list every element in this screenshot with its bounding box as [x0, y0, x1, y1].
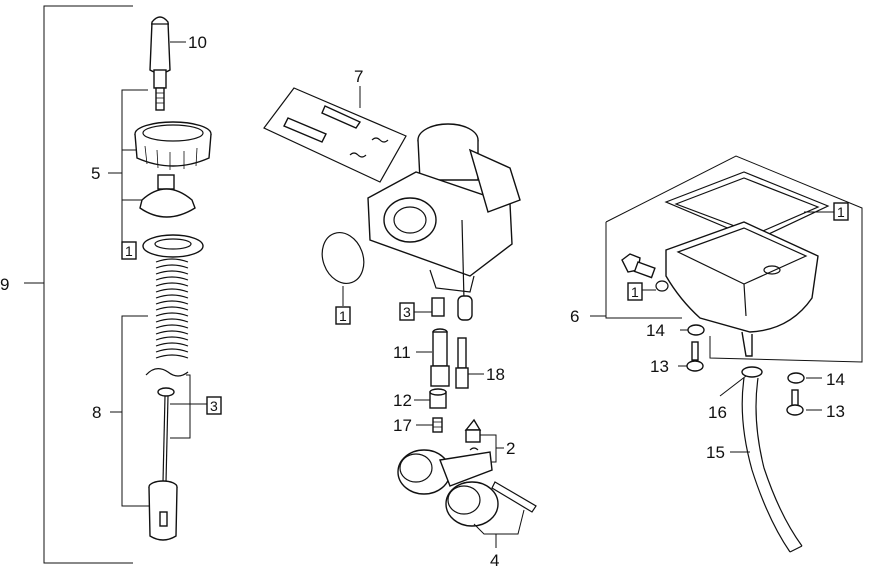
box-1-oring-label: 1: [339, 308, 347, 324]
part-clip-16: [741, 366, 763, 378]
box-3-jet-label: 3: [403, 304, 411, 320]
part-screw-13-b: [786, 389, 804, 416]
part-main-jet-12: [429, 388, 447, 409]
callout-2: 2: [506, 439, 515, 458]
box-1-gasket-label: 1: [837, 204, 845, 220]
middle-assembly-group: 7 1 3 11: [263, 67, 537, 568]
callout-7: 7: [354, 67, 363, 86]
part-screw-kit-7: [263, 87, 407, 183]
callout-13-a: 13: [650, 357, 669, 376]
part-float-chamber-gasket: [664, 171, 830, 241]
bracket-9: [43, 5, 133, 564]
left-assembly-group: 9 10: [0, 5, 222, 564]
part-needle-jet-11: [430, 328, 450, 387]
box-1-drain-label: 1: [631, 284, 639, 300]
part-ring-nut: [134, 121, 212, 170]
callout-8: 8: [92, 403, 101, 422]
part-slow-jet-18: [455, 337, 469, 389]
part-cap-top: [139, 174, 196, 218]
part-cap-10: [149, 16, 171, 74]
part-float-valve-2: [464, 418, 482, 451]
part-drain-tube-15: [741, 377, 803, 553]
callout-10: 10: [188, 33, 207, 52]
callout-16: 16: [708, 403, 727, 422]
callout-13-b: 13: [826, 402, 845, 421]
box-1-gasket: [833, 202, 849, 221]
box-1-left: [121, 241, 137, 260]
callout-6: 6: [570, 307, 579, 326]
box-1-drain: [627, 282, 643, 301]
bracket-6-left: [605, 222, 682, 319]
part-throttle-valve: [148, 480, 178, 541]
callout-14-b: 14: [826, 370, 845, 389]
part-jet-holder: [431, 297, 445, 317]
part-washer-14-b: [787, 372, 805, 384]
part-washer-14-a: [687, 324, 705, 336]
bracket-3-left: [170, 374, 207, 439]
part-float-chamber: [665, 221, 819, 357]
bracket-8: [121, 315, 150, 507]
part-spring: [155, 258, 189, 359]
callout-4: 4: [490, 551, 499, 568]
part-float-4: [397, 449, 537, 527]
part-washer: [142, 234, 204, 258]
right-assembly-group: 6 1 1 14: [570, 155, 863, 553]
box-1-oring: [335, 306, 351, 325]
callout-14-a: 14: [646, 321, 665, 340]
part-carburetor-body: [367, 123, 521, 321]
bracket-4: [473, 509, 525, 548]
part-screw-13-a: [686, 341, 704, 372]
part-main-jet-17: [432, 417, 443, 433]
callout-17: 17: [393, 416, 412, 435]
callout-18: 18: [486, 365, 505, 384]
callout-9: 9: [0, 275, 9, 294]
part-o-ring: [321, 232, 365, 284]
callout-12: 12: [393, 391, 412, 410]
box-3-left: [206, 396, 222, 415]
callout-5: 5: [91, 164, 100, 183]
callout-11: 11: [393, 343, 411, 362]
box-1-left-label: 1: [125, 243, 133, 259]
part-drain-screw: [621, 253, 669, 292]
bracket-5: [121, 89, 148, 248]
part-adjuster: [153, 69, 167, 111]
part-needle-clip: [145, 368, 189, 483]
callout-15: 15: [706, 443, 725, 462]
box-3-left-label: 3: [210, 398, 218, 414]
bracket-6-frame: [605, 155, 863, 363]
